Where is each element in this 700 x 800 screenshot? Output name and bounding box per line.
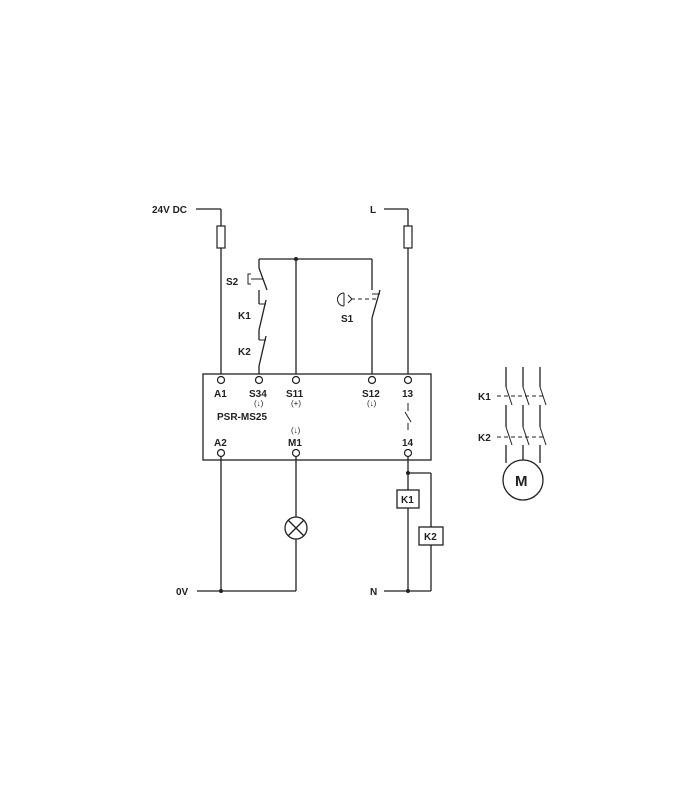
dc-supply-line: 24V DC	[152, 205, 226, 376]
indicator-lamp	[284, 516, 308, 540]
s34-sub: (↓)	[254, 399, 264, 408]
dc-supply-label: 24V DC	[152, 205, 187, 216]
ground-label: 0V	[176, 587, 189, 598]
line-label: L	[370, 205, 376, 216]
k2-feedback-label: K2	[238, 347, 251, 358]
k2-coil: K2	[418, 526, 444, 546]
terminal-s11: S11	[286, 389, 304, 400]
k2-coil-label: K2	[424, 532, 437, 543]
input-circuit: S2 K1 K2 S1	[226, 257, 381, 376]
dc-fuse	[216, 225, 226, 249]
terminal-a1: A1	[214, 389, 227, 400]
k1-feedback-label: K1	[238, 311, 251, 322]
terminal-14: 14	[402, 438, 414, 449]
motor-circuit: K1 K2 M	[478, 367, 547, 501]
k1-main-contacts: K1	[478, 386, 547, 406]
terminal-s12: S12	[362, 389, 380, 400]
terminal-s34: S34	[249, 389, 267, 400]
k1-feedback-contact: K1	[238, 299, 267, 331]
terminal-m1: M1	[288, 438, 302, 449]
output-circuit: 0V K1 K2 N	[176, 457, 444, 598]
s1-emergency-stop: S1	[337, 289, 381, 325]
motor: M	[502, 459, 544, 501]
k2-main-contacts: K2	[478, 426, 547, 446]
terminal-13: 13	[402, 389, 414, 400]
ac-fuse	[403, 225, 413, 249]
s2-label: S2	[226, 277, 239, 288]
k2-feedback-contact: K2	[238, 335, 267, 367]
m1-sub: (↓)	[291, 426, 301, 435]
s12-sub: (↓)	[367, 399, 377, 408]
motor-k2-label: K2	[478, 433, 491, 444]
module-name: PSR-MS25	[217, 412, 267, 423]
k1-coil-label: K1	[401, 495, 414, 506]
psr-ms25-module: A1 S34 S11 S12 13 (↓) (+) (↓) PSR-MS25 (…	[202, 373, 432, 461]
motor-k1-label: K1	[478, 392, 491, 403]
k1-coil: K1	[396, 489, 420, 509]
s11-sub: (+)	[291, 399, 301, 408]
terminal-a2: A2	[214, 438, 227, 449]
s2-start-button: S2	[226, 267, 268, 291]
s1-label: S1	[341, 314, 354, 325]
line-supply: L	[370, 205, 413, 376]
motor-symbol: M	[515, 473, 528, 490]
neutral-label: N	[370, 587, 377, 598]
